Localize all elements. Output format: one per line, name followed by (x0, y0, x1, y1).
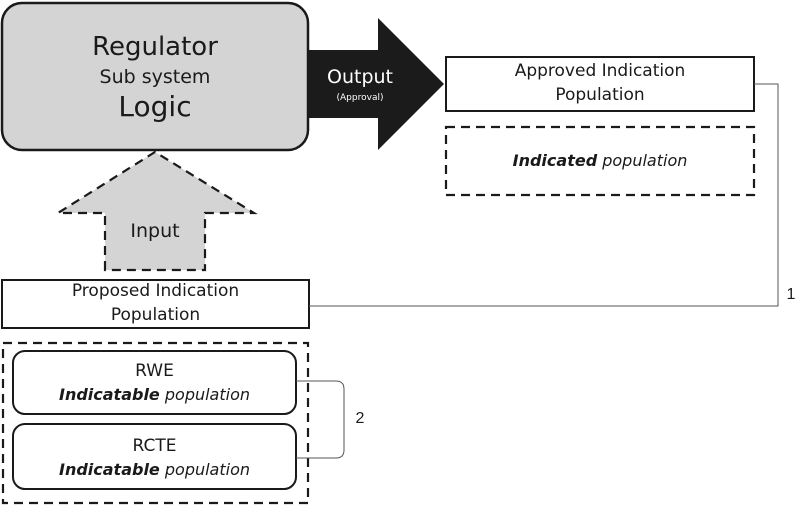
output-arrow (308, 18, 444, 150)
indicated-population-label: Indicated population (446, 151, 754, 170)
indicated-population-box (444, 125, 756, 197)
regulator-subtitle: Sub system (99, 66, 211, 88)
connector-2-label: 2 (355, 410, 365, 427)
rwe-title: RWE (135, 361, 174, 381)
regulator-title: Regulator (92, 32, 218, 62)
evidence-group-box (1, 341, 310, 505)
input-arrow (54, 150, 258, 272)
rcte-population: Indicatable population (13, 460, 296, 479)
rcte-rest: population (159, 460, 251, 479)
output-label: Output (327, 66, 393, 88)
proposed-indication-line2: Population (110, 305, 201, 325)
approved-indication-line2: Population (555, 85, 645, 105)
rcte-title: RCTE (132, 436, 177, 456)
rwe-box (12, 350, 297, 415)
approved-indication-box (445, 56, 755, 112)
connector-1-line (309, 83, 779, 307)
rwe-population: Indicatable population (13, 385, 296, 404)
indicated-bold: Indicated (512, 151, 598, 170)
rwe-bold: Indicatable (58, 385, 160, 404)
indicated-rest: population (597, 151, 688, 170)
rwe-rest: population (159, 385, 251, 404)
output-sublabel: (Approval) (336, 93, 384, 103)
rcte-box (12, 423, 297, 490)
input-label: Input (130, 220, 180, 242)
connector-2-bracket (296, 380, 345, 459)
proposed-indication-line1: Proposed Indication (71, 281, 240, 301)
proposed-indication-box (1, 279, 310, 329)
connector-1-label: 1 (786, 286, 796, 303)
regulator-logic: Logic (118, 90, 192, 123)
approved-indication-line1: Approved Indication (514, 61, 686, 81)
rcte-bold: Indicatable (58, 460, 160, 479)
